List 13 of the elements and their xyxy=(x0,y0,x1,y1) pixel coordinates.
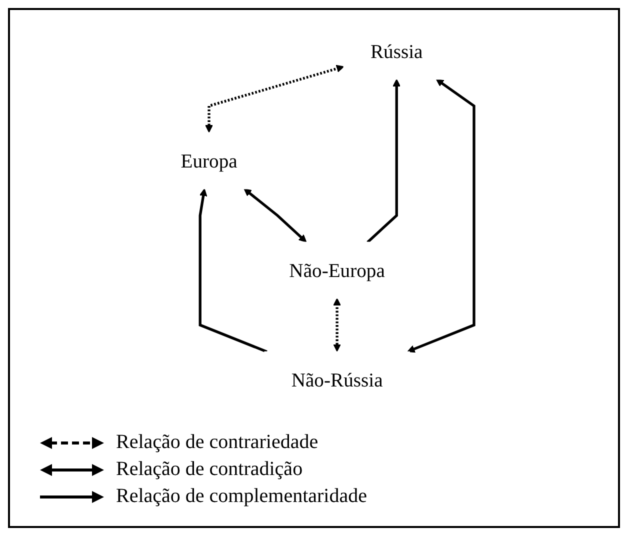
arrow xyxy=(198,188,268,353)
node-text: Rússia xyxy=(370,40,423,62)
arrow xyxy=(407,78,476,353)
legend-text: Relação de contrariedade xyxy=(116,431,318,454)
legend-text: Relação de contradição xyxy=(116,458,303,481)
node-text: Não-Europa xyxy=(289,259,385,282)
arrow xyxy=(205,64,344,133)
legend-text: Relação de complementaridade xyxy=(116,485,367,508)
node-text: Europa xyxy=(180,150,238,172)
arrow xyxy=(366,78,401,244)
node-text: Não-Rússia xyxy=(291,368,383,391)
arrow xyxy=(333,298,341,352)
arrow xyxy=(244,188,307,242)
